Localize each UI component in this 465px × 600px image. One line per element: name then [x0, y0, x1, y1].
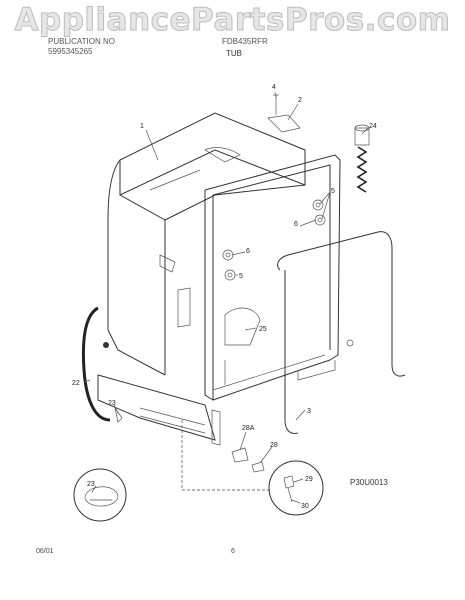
- hinge-parts: [222, 199, 326, 281]
- door-frame: [204, 154, 354, 401]
- callout-6a: 6: [294, 221, 298, 228]
- footer-date: 06/01: [36, 548, 54, 555]
- publication-label: PUBLICATION NO: [48, 37, 115, 46]
- callout-3: 3: [307, 408, 311, 415]
- callout-22: 22: [72, 380, 80, 387]
- drain-hose: [81, 306, 123, 423]
- diagram-code: P30U0013: [350, 478, 388, 487]
- detail-29-30: [268, 460, 324, 516]
- tub-body: [107, 112, 306, 376]
- leader-lines: [83, 91, 369, 504]
- callout-5a: 5: [331, 188, 335, 195]
- callout-23a: 23: [108, 400, 116, 407]
- footer-page: 6: [231, 548, 235, 555]
- spring-part: [354, 124, 370, 193]
- publication-number: 5995345265: [48, 47, 93, 56]
- callout-5b: 5: [239, 273, 243, 280]
- watermark-text: AppliancePartsPros.com: [14, 2, 451, 39]
- callout-28a: 28A: [242, 425, 255, 432]
- callout-6b: 6: [246, 248, 250, 255]
- callout-28: 28: [270, 442, 278, 449]
- door-gasket: [277, 231, 406, 434]
- callout-1: 1: [140, 123, 144, 130]
- callout-4: 4: [272, 84, 276, 91]
- callout-30: 30: [301, 503, 309, 510]
- callout-29: 29: [305, 476, 313, 483]
- callout-24: 24: [369, 123, 377, 130]
- model-number: FDB435RFR: [222, 37, 268, 46]
- reference-line: [181, 420, 270, 491]
- top-bracket: [267, 94, 301, 133]
- tub-base: [97, 307, 261, 446]
- callout-23b: 23: [87, 481, 95, 488]
- section-title: TUB: [226, 49, 242, 58]
- detail-23: [73, 468, 127, 522]
- callout-2: 2: [298, 97, 302, 104]
- callout-25: 25: [259, 326, 267, 333]
- latch-parts: [231, 447, 265, 473]
- callout-labels: 1 2 4 24 5 6 6 5 25 22 23 3 28A 28 23 29…: [72, 84, 377, 510]
